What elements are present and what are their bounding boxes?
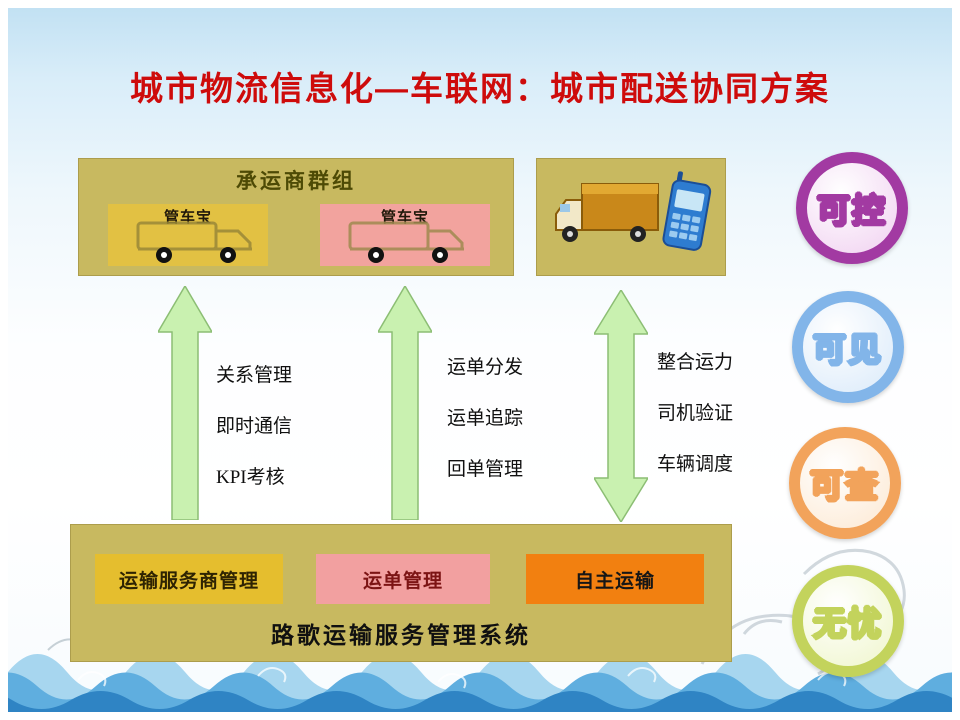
- guanchebao-app-gold: 管车宝: [108, 204, 268, 266]
- flow-label: KPI考核: [216, 467, 285, 488]
- module-self-transport: 自主运输: [526, 554, 704, 604]
- flow-label: 回单管理: [447, 459, 524, 480]
- truck-icon: [136, 221, 252, 263]
- module-label: 运单管理: [362, 570, 443, 592]
- flow-label: 司机验证: [657, 403, 734, 424]
- carrier-group-box: 承运商群组 管车宝 管车宝: [78, 158, 514, 276]
- system-label: 路歌运输服务管理系统: [271, 622, 531, 648]
- badge-label: 可查: [809, 466, 880, 506]
- flow-label: 车辆调度: [657, 454, 734, 475]
- flow-label: 关系管理: [216, 365, 293, 386]
- flow-label: 即时通信: [216, 416, 293, 437]
- arrow-labels-right: 整合运力 司机验证 车辆调度: [657, 347, 733, 500]
- module-transport-provider-mgmt: 运输服务商管理: [95, 554, 283, 604]
- flow-label: 运单追踪: [447, 408, 524, 429]
- double-arrow-right: [594, 290, 648, 522]
- up-arrow-left: [158, 286, 212, 520]
- flow-label: 整合运力: [657, 352, 734, 373]
- page-title: 城市物流信息化—车联网：城市配送协同方案: [130, 70, 830, 107]
- badge-controllable: 可控: [796, 152, 908, 264]
- platform-box: 运输服务商管理 运单管理 自主运输 路歌运输服务管理系统: [70, 524, 732, 662]
- badge-worry-free: 无忧: [792, 565, 904, 677]
- module-label: 自主运输: [574, 570, 655, 592]
- badge-label: 可控: [816, 191, 887, 231]
- arrow-labels-middle: 运单分发 运单追踪 回单管理: [447, 352, 523, 505]
- vehicle-phone-box: [536, 158, 726, 276]
- badge-label: 无忧: [812, 604, 883, 644]
- flow-label: 运单分发: [447, 357, 524, 378]
- module-label: 运输服务商管理: [118, 570, 259, 592]
- module-waybill-mgmt: 运单管理: [316, 554, 490, 604]
- guanchebao-app-pink: 管车宝: [320, 204, 490, 266]
- carrier-group-label: 承运商群组: [236, 170, 356, 193]
- badge-label: 可见: [812, 330, 883, 370]
- badge-visible: 可见: [792, 291, 904, 403]
- truck-icon: [348, 221, 464, 263]
- up-arrow-middle: [378, 286, 432, 520]
- arrow-labels-left: 关系管理 即时通信 KPI考核: [216, 360, 292, 513]
- badge-queryable: 可查: [789, 427, 901, 539]
- wave-decoration: [8, 634, 952, 712]
- truck-phone-icon: [555, 171, 712, 251]
